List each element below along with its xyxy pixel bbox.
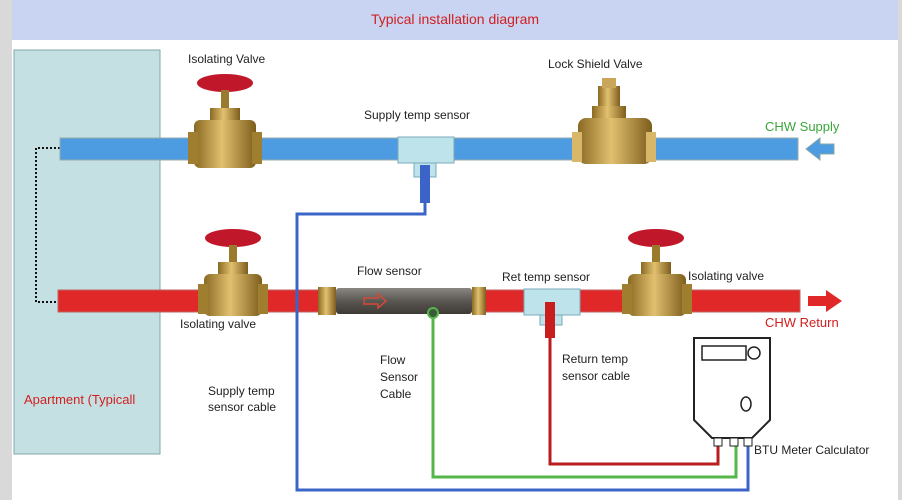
chw-return-label: CHW Return: [765, 315, 839, 330]
lock-shield-valve-label: Lock Shield Valve: [548, 57, 643, 71]
return-cable-label-line1: Return temp: [562, 352, 629, 366]
lock-shield-valve: [572, 78, 656, 164]
diagram-title: Typical installation diagram: [370, 11, 540, 27]
isolating-valve-bottom: [198, 229, 268, 316]
apartment-label: Apartment (Typicall: [24, 392, 136, 407]
supply-temp-sensor: [397, 136, 455, 203]
isolating-valve-top: [188, 74, 262, 168]
btu-meter-calculator: [693, 337, 771, 447]
apartment-box: [13, 49, 161, 455]
flow-sensor: [318, 287, 486, 319]
btu-meter-label: BTU Meter Calculator: [754, 443, 870, 457]
flow-cable-label-line3: Cable: [380, 387, 412, 401]
supply-arrow-icon: [805, 136, 835, 162]
supply-temp-cable-label-line1: Supply temp: [208, 384, 275, 398]
flow-sensor-cable: [431, 318, 738, 479]
isolating-valve-bottom-label: Isolating valve: [180, 317, 257, 331]
flow-cable-label-line1: Flow: [380, 353, 406, 367]
left-frame-border: [0, 0, 12, 500]
return-temp-sensor: [523, 288, 581, 338]
supply-temp-sensor-cable: [295, 203, 750, 492]
return-arrow-icon: [808, 290, 842, 312]
chw-supply-label: CHW Supply: [765, 119, 840, 134]
isolating-valve-right: [622, 229, 692, 316]
supply-temp-sensor-label: Supply temp sensor: [364, 108, 471, 122]
right-frame-border: [898, 0, 902, 500]
ret-temp-sensor-label: Ret temp sensor: [502, 270, 591, 284]
return-cable-label-line2: sensor cable: [562, 369, 631, 383]
return-temp-sensor-cable: [548, 338, 720, 466]
title-bar: [12, 0, 898, 40]
isolating-valve-top-label: Isolating Valve: [188, 52, 266, 66]
isolating-valve-right-label: Isolating valve: [688, 269, 765, 283]
flow-cable-label-line2: Sensor: [380, 370, 419, 384]
supply-temp-cable-label-line2: sensor cable: [208, 400, 277, 414]
flow-sensor-label: Flow sensor: [357, 264, 422, 278]
